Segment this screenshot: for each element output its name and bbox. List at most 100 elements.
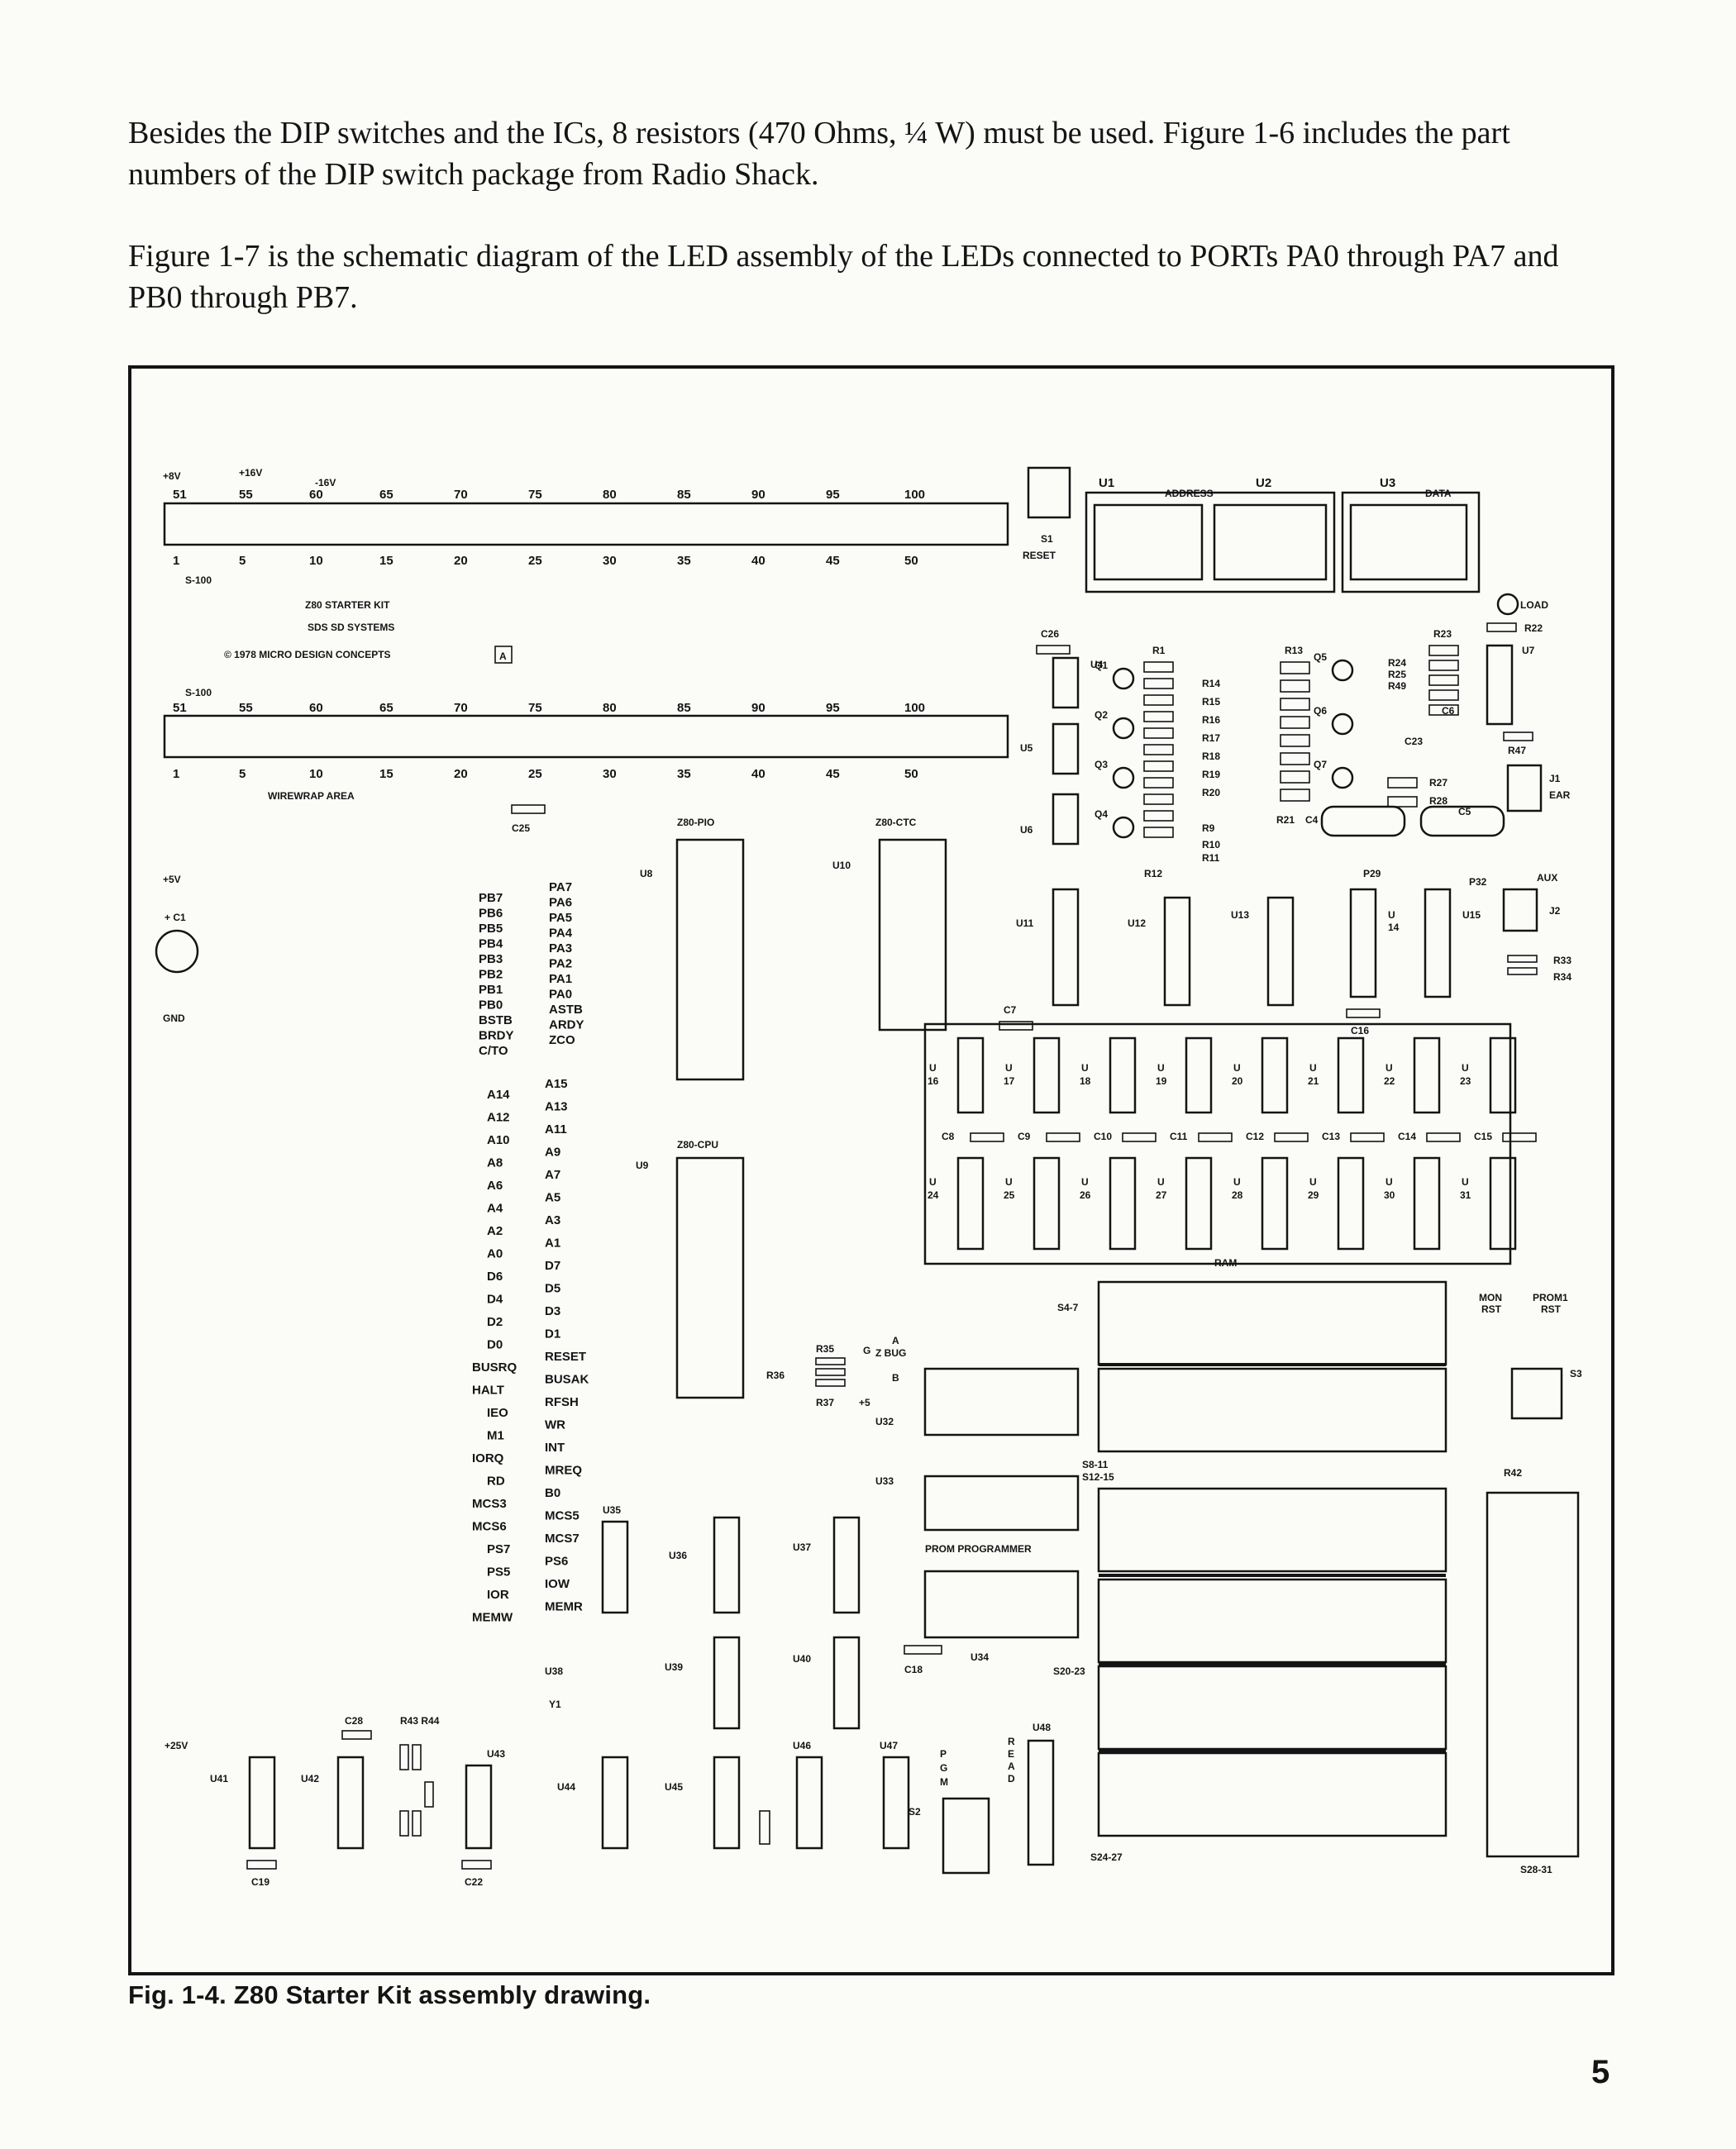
resistor-label: R19 <box>1202 769 1220 780</box>
bus-pin-number: 50 <box>904 767 918 781</box>
svg-text:C18: C18 <box>904 1664 923 1675</box>
pio-pin-label: PA2 <box>549 957 572 971</box>
ram-chip-label: U <box>1385 1062 1393 1074</box>
cpu-pin-label: IOW <box>545 1577 570 1591</box>
transistor-q5 <box>1331 659 1354 682</box>
chip-u40 <box>832 1636 861 1730</box>
zbug-label: Z BUG <box>875 1347 906 1359</box>
transistor-label: Q4 <box>1095 808 1108 820</box>
ram-cap-label: C11 <box>1170 1131 1188 1142</box>
pio-pin-label: ZCO <box>549 1033 575 1047</box>
label-plus-8v: +8V <box>163 470 181 482</box>
chip-u11 <box>1052 888 1080 1007</box>
chip-u13 <box>1266 896 1295 1007</box>
chip-u6 <box>1052 793 1080 846</box>
svg-text:EAR: EAR <box>1549 789 1571 801</box>
svg-text:U37: U37 <box>793 1541 811 1553</box>
pio-pin-label: PB0 <box>479 998 503 1013</box>
svg-text:R43 R44: R43 R44 <box>400 1715 440 1727</box>
ram-chip-label: 26 <box>1080 1189 1091 1201</box>
resistor <box>1387 796 1418 808</box>
bus-pin-number: 20 <box>454 767 468 781</box>
svg-text:U: U <box>1388 909 1395 921</box>
svg-text:P: P <box>940 1748 947 1760</box>
pio-pin-label: PA1 <box>549 972 572 986</box>
ram-decoupling-cap <box>1274 1132 1309 1142</box>
ram-chip-label: 19 <box>1156 1075 1167 1087</box>
svg-text:U1: U1 <box>1099 476 1114 490</box>
ram-chip-label: 23 <box>1460 1075 1471 1087</box>
bus-pin-number: 75 <box>528 488 542 502</box>
cpu-pin-label: A14 <box>487 1088 510 1102</box>
cpu-left-pin-labels: A14A12A10A8A6A4A2A0D6D4D2D0BUSRQHALTIEOM… <box>472 1088 517 1625</box>
dip-switch-s8-11 <box>1097 1367 1447 1453</box>
pio-pin-label: PA0 <box>549 988 572 1002</box>
label-minus-16v: -16V <box>315 477 336 488</box>
ram-chip-label: 20 <box>1232 1075 1243 1087</box>
resistor <box>1428 660 1459 671</box>
resistor <box>1143 810 1174 822</box>
chip-u4 <box>1052 656 1080 709</box>
svg-text:U12: U12 <box>1128 917 1146 929</box>
cpu-pin-label: A5 <box>545 1191 560 1205</box>
cpu-pin-label: A13 <box>545 1100 568 1114</box>
dip-switch-s24-27 <box>1097 1751 1447 1837</box>
ram-chip <box>956 1036 985 1114</box>
ram-cap-label: C8 <box>942 1131 955 1142</box>
resistor <box>1428 674 1459 686</box>
cpu-pin-label: A11 <box>545 1122 567 1136</box>
ram-chip-label: U <box>1157 1176 1165 1188</box>
cpu-pin-label: D6 <box>487 1270 503 1284</box>
bus-pin-number: 15 <box>379 554 393 568</box>
ram-chip <box>1185 1156 1213 1251</box>
resistor <box>1280 679 1310 693</box>
bus-pin-number: 15 <box>379 767 393 781</box>
svg-text:+25V: +25V <box>165 1740 188 1751</box>
cpu-pin-label: A3 <box>545 1213 560 1227</box>
svg-text:Y1: Y1 <box>549 1699 561 1710</box>
svg-text:C5: C5 <box>1458 806 1471 817</box>
ram-chip-label: U <box>1309 1176 1317 1188</box>
svg-text:U38: U38 <box>545 1665 563 1677</box>
svg-text:U47: U47 <box>880 1740 898 1751</box>
chip-u43 <box>465 1764 493 1850</box>
ram-chip-label: U <box>1081 1062 1089 1074</box>
transistor-label: Q1 <box>1095 660 1108 671</box>
resistor <box>1280 770 1310 784</box>
resistor-label: R21 <box>1276 814 1295 826</box>
page-number: 5 <box>1591 2054 1610 2090</box>
cpu-pin-label: HALT <box>472 1384 504 1398</box>
ram-chip <box>1261 1156 1289 1251</box>
resistor <box>1143 727 1174 739</box>
ram-decoupling-cap <box>1350 1132 1385 1142</box>
resistor-label: R12 <box>1144 868 1162 879</box>
bus-pin-number: 70 <box>454 488 468 502</box>
cpu-pin-label: B0 <box>545 1486 560 1500</box>
bus-pin-number: 1 <box>173 767 179 781</box>
bus-pin-number: 95 <box>826 488 840 502</box>
cpu-pin-label: WR <box>545 1418 565 1432</box>
ram-chip-label: U <box>1462 1176 1469 1188</box>
pio-pin-label: PA3 <box>549 941 572 955</box>
bus-pin-number: 80 <box>603 488 617 502</box>
transistor-q2 <box>1112 717 1135 740</box>
transistor-label: Q7 <box>1314 759 1327 770</box>
cap-label: C6 <box>1442 705 1455 717</box>
pio-pin-label: BSTB <box>479 1013 513 1027</box>
chip-u33 <box>923 1475 1080 1532</box>
transistor-label: Q3 <box>1095 759 1108 770</box>
ram-decoupling-cap <box>1502 1132 1537 1142</box>
resistor-label: R16 <box>1202 714 1220 726</box>
ram-chip <box>1033 1156 1061 1251</box>
ram-decoupling-cap <box>1426 1132 1461 1142</box>
svg-text:J2: J2 <box>1549 905 1561 917</box>
ram-decoupling-cap <box>1198 1132 1233 1142</box>
bus-pin-number: 85 <box>677 701 691 715</box>
cpu-pin-label: PS6 <box>545 1555 568 1569</box>
ram-chip-label: 28 <box>1232 1189 1243 1201</box>
resistor-label: R24 <box>1388 657 1406 669</box>
resistor <box>1143 694 1174 706</box>
switch-s1 <box>1027 466 1071 519</box>
pio-pin-label: PA6 <box>549 896 572 910</box>
